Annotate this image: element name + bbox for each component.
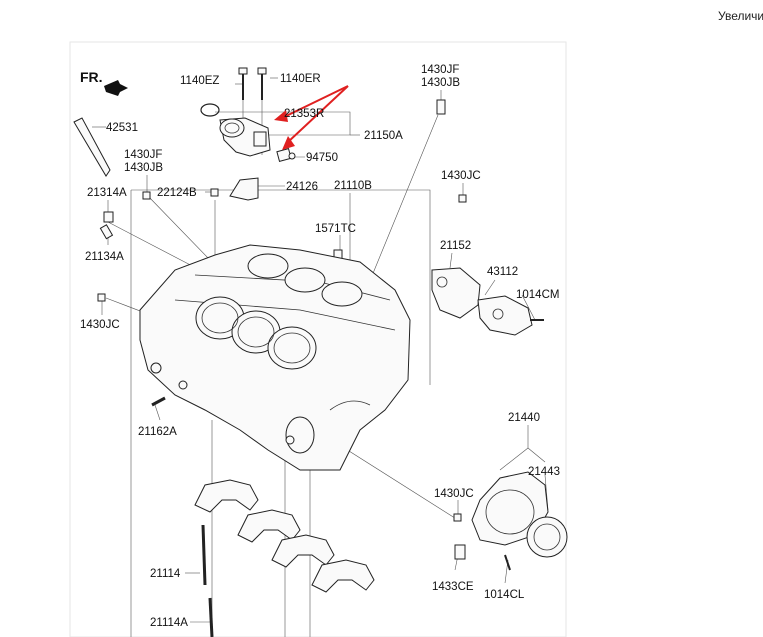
label-43112: 43112	[487, 266, 518, 278]
cover-21152	[431, 267, 481, 319]
water-outlet-fitting	[219, 117, 271, 157]
label-24126: 24126	[286, 181, 318, 193]
plugs	[97, 99, 467, 560]
label-1014CM: 1014CM	[516, 289, 559, 301]
label-1430JF-a: 1430JF	[124, 149, 162, 161]
label-21150A: 21150A	[364, 130, 403, 142]
label-21162A: 21162A	[138, 426, 177, 438]
label-21353R: 21353R	[284, 108, 324, 120]
label-1430JC-c: 1430JC	[434, 488, 474, 500]
label-22124B: 22124B	[157, 187, 197, 199]
label-1430JC-a: 1430JC	[441, 170, 481, 182]
label-21110B: 21110B	[334, 180, 372, 192]
cylinder-block	[139, 244, 411, 471]
o-ring-gasket	[200, 103, 220, 117]
zoom-label: Увеличить	[718, 9, 763, 23]
label-1430JB-b: 1430JB	[421, 77, 460, 89]
label-21152: 21152	[440, 240, 471, 252]
label-1430JC-b: 1430JC	[80, 319, 120, 331]
label-21114A: 21114A	[150, 617, 188, 629]
label-21114: 21114	[150, 568, 181, 580]
label-21440: 21440	[508, 412, 540, 424]
label-94750: 94750	[306, 152, 338, 164]
label-1140ER: 1140ER	[280, 73, 321, 85]
red-indicator-arrows	[274, 85, 349, 150]
front-marker-label: FR.	[80, 69, 103, 85]
sensor-94750	[276, 148, 296, 162]
label-1571TC: 1571TC	[315, 223, 356, 235]
zoom-button[interactable]: Увеличить	[714, 6, 763, 26]
label-1430JF-b: 1430JF	[421, 64, 459, 76]
label-21443: 21443	[528, 466, 560, 478]
label-1433CE: 1433CE	[432, 581, 474, 593]
bearing-caps	[194, 479, 375, 593]
label-42531: 42531	[106, 122, 138, 134]
mounting-bolts	[238, 67, 267, 100]
cap-bolts	[151, 396, 214, 637]
bracket-24126	[229, 177, 259, 201]
bolt-1014cl	[504, 554, 511, 571]
dipstick-guide	[73, 117, 111, 177]
label-21134A: 21134A	[85, 251, 124, 263]
label-21314A: 21314A	[87, 187, 127, 199]
label-1140EZ: 1140EZ	[180, 75, 219, 87]
label-1430JB-a: 1430JB	[124, 162, 163, 174]
leader-lines	[92, 77, 549, 637]
label-1014CL: 1014CL	[484, 589, 525, 601]
front-arrow-icon	[104, 80, 128, 96]
rear-seal-case	[471, 471, 568, 558]
housing-43112	[477, 295, 544, 336]
